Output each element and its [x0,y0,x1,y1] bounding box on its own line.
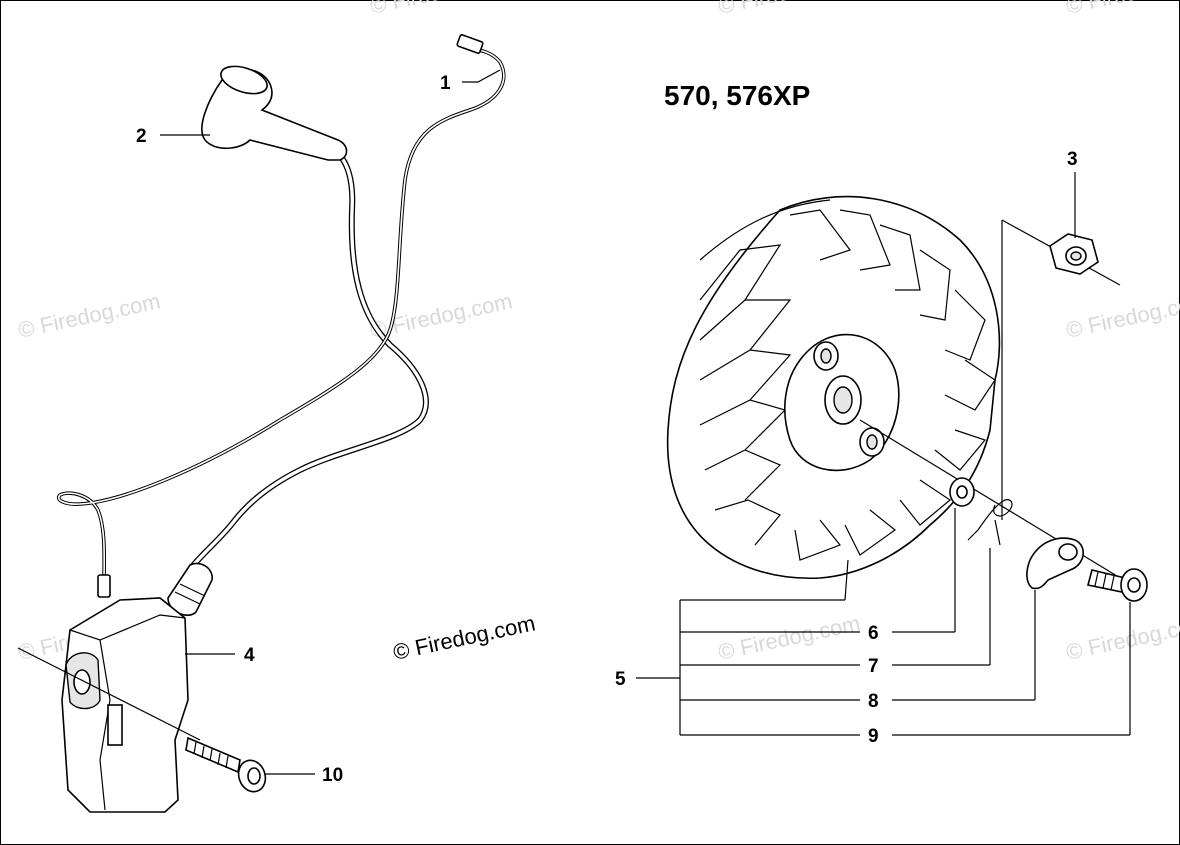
module-screw-thread [185,736,241,774]
callout-7: 7 [868,656,879,677]
callout-8: 8 [868,691,879,712]
spark-plug-cap [201,68,348,161]
pawl-spring [967,499,1013,546]
watermark-text: © Firedog.com [1064,0,1180,19]
ignition-assembly [17,34,506,813]
ignition-module [61,597,189,813]
callout-6: 6 [868,623,879,644]
watermark-text: © Firedog.com [1064,288,1180,343]
callout-10: 10 [322,765,343,786]
callout-5: 5 [615,669,626,690]
leader-lines [160,69,1131,775]
watermark-text: © Firedog.com [1064,610,1180,665]
callout-1: 1 [440,73,451,94]
callout-2: 2 [136,126,147,147]
copyright-text: © Firedog.com [391,610,538,665]
watermark-text: © Firedog.com [716,610,863,665]
callout-4: 4 [244,645,255,666]
watermark-text: © Firedog.com [368,0,515,19]
cable-connector [456,34,484,54]
pawl-screw-thread [1087,569,1126,593]
callout-3: 3 [1067,149,1078,170]
watermark-text: © Firedog.com [16,288,163,343]
module-terminal [97,574,111,598]
ht-lead [185,145,429,575]
flywheel-assembly [666,195,1148,602]
watermark-text: © Firedog.com [716,0,863,19]
callout-9: 9 [868,726,879,747]
model-title: 570, 576XP [664,80,810,111]
